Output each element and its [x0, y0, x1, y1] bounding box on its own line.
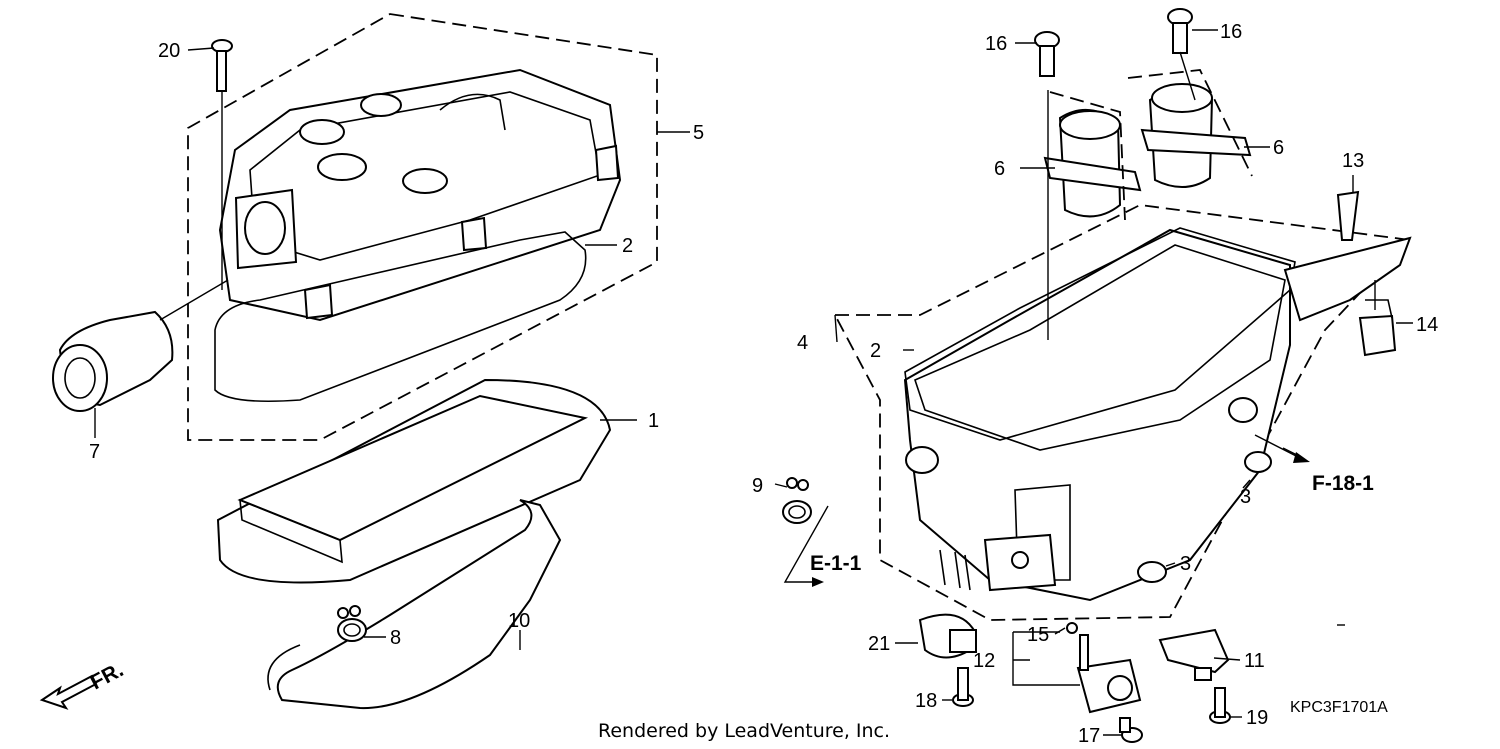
- callout-21: 21: [868, 633, 890, 655]
- ref-f-18-1[interactable]: F-18-1: [1312, 472, 1374, 495]
- callout-3-upper: 3: [1240, 486, 1251, 508]
- air-filter-element[interactable]: [216, 378, 612, 584]
- inlet-duct-left[interactable]: [1043, 108, 1142, 218]
- front-label: FR.: [87, 658, 128, 694]
- inlet-duct-right[interactable]: [1140, 83, 1252, 188]
- screw-17[interactable]: [1119, 717, 1143, 743]
- air-cleaner-cover[interactable]: [218, 68, 622, 322]
- group-box-6b: [1127, 69, 1253, 177]
- arrow-f-18-1: [1254, 434, 1310, 463]
- callout-6-left: 6: [994, 158, 1005, 180]
- screw-16-right[interactable]: [1167, 8, 1193, 54]
- callout-12: 12: [973, 650, 995, 672]
- callout-6-right: 6: [1273, 137, 1284, 159]
- callout-16-left: 16: [985, 33, 1007, 55]
- callout-11: 11: [1244, 650, 1265, 672]
- callout-19: 19: [1246, 707, 1268, 729]
- clip-13[interactable]: [1336, 190, 1360, 241]
- callout-4: 4: [797, 332, 808, 354]
- grommet-3-upper[interactable]: [1244, 451, 1272, 473]
- diagram-code: KPC3F1701A: [1290, 699, 1388, 716]
- air-cleaner-case[interactable]: [903, 228, 1291, 602]
- leader-lines: [94, 29, 1413, 736]
- callout-20: 20: [158, 40, 180, 62]
- ref-e-1-1[interactable]: E-1-1: [810, 552, 862, 575]
- mount-bracket[interactable]: [1283, 236, 1412, 322]
- callout-5: 5: [693, 122, 704, 144]
- clip-14[interactable]: [1358, 299, 1397, 357]
- cover-gasket[interactable]: [214, 231, 587, 402]
- clamp-8[interactable]: [337, 605, 367, 642]
- callout-8: 8: [390, 627, 401, 649]
- grommet-3-lower[interactable]: [1137, 561, 1167, 583]
- callout-10: 10: [508, 610, 530, 632]
- callout-9: 9: [752, 475, 763, 497]
- callout-16-right: 16: [1220, 21, 1242, 43]
- drain-hose[interactable]: [276, 499, 562, 710]
- intake-boot[interactable]: [52, 310, 174, 412]
- credit-text: Rendered by LeadVenture, Inc.: [598, 720, 890, 742]
- callout-13: 13: [1342, 150, 1364, 172]
- clamp-9[interactable]: [782, 477, 812, 524]
- callout-14: 14: [1416, 314, 1438, 336]
- bracket-21[interactable]: [918, 613, 977, 659]
- bolt-20[interactable]: [211, 39, 233, 92]
- screw-16-left[interactable]: [1034, 31, 1060, 77]
- screw-19[interactable]: [1209, 687, 1231, 724]
- arrow-e-1-1: [783, 505, 829, 587]
- bolt-18[interactable]: [952, 667, 974, 707]
- callout-17: 17: [1078, 725, 1100, 747]
- callout-3-lower: 3: [1180, 553, 1191, 575]
- sensor-12[interactable]: [1066, 622, 1142, 714]
- sensor-11[interactable]: [1158, 628, 1230, 681]
- group-box-6a: [1049, 91, 1126, 221]
- group-box-5: [187, 13, 658, 441]
- front-arrow-icon: [39, 674, 98, 710]
- callout-2-left: 2: [622, 235, 633, 257]
- callout-18: 18: [915, 690, 937, 712]
- callout-2-right: 2: [870, 340, 881, 362]
- callout-1: 1: [648, 410, 659, 432]
- callout-7: 7: [89, 441, 100, 463]
- callout-15: 15: [1027, 624, 1049, 646]
